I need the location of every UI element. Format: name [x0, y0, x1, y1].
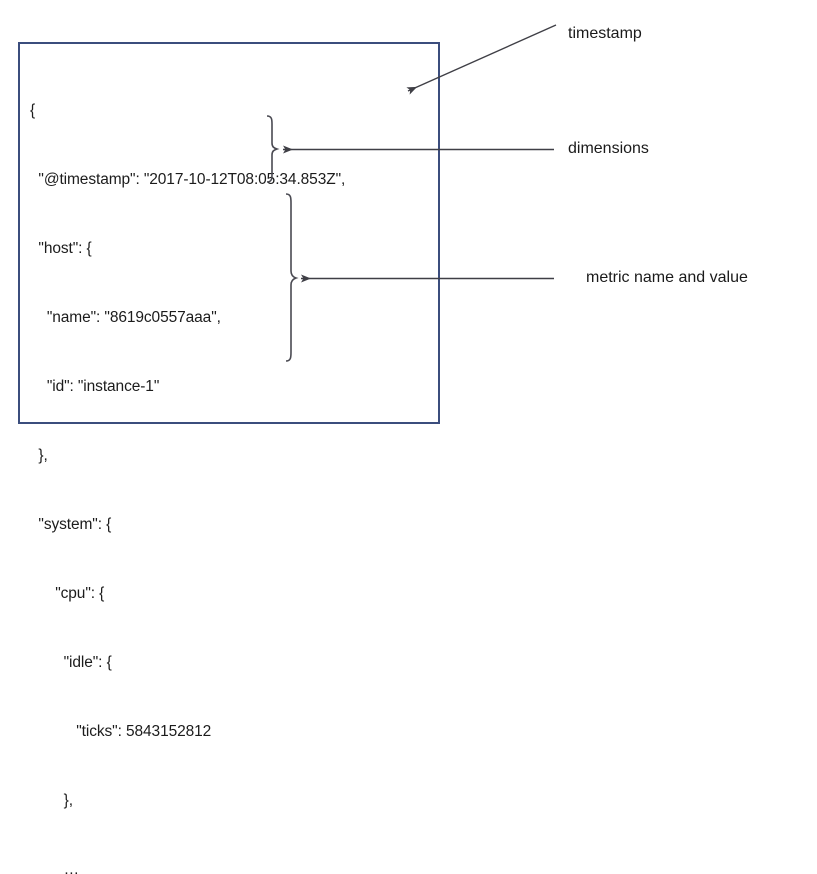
json-line-host-open: "host": {	[30, 240, 92, 257]
json-line-host-id: "id": "instance-1"	[30, 378, 160, 395]
diagram-canvas: { "@timestamp": "2017-10-12T08:05:34.853…	[18, 24, 748, 874]
json-line-ellipsis: …	[30, 861, 80, 874]
annotation-label-timestamp: timestamp	[568, 25, 642, 42]
json-line-timestamp: "@timestamp": "2017-10-12T08:05:34.853Z"…	[30, 171, 346, 188]
json-line-cpu-open: "cpu": {	[30, 585, 105, 602]
json-line-system-open: "system": {	[30, 516, 112, 533]
json-line-idle-open: "idle": {	[30, 654, 112, 671]
json-line-host-name: "name": "8619c0557aaa",	[30, 309, 221, 326]
annotation-label-dimensions: dimensions	[568, 140, 649, 157]
json-line-idle-close: },	[30, 792, 73, 809]
json-code-block: { "@timestamp": "2017-10-12T08:05:34.853…	[30, 53, 345, 874]
json-line-host-close: },	[30, 447, 48, 464]
annotation-label-metric: metric name and value	[586, 269, 748, 286]
json-document-box: { "@timestamp": "2017-10-12T08:05:34.853…	[18, 42, 440, 874]
json-line: {	[30, 102, 36, 119]
json-line-ticks: "ticks": 5843152812	[30, 723, 212, 740]
